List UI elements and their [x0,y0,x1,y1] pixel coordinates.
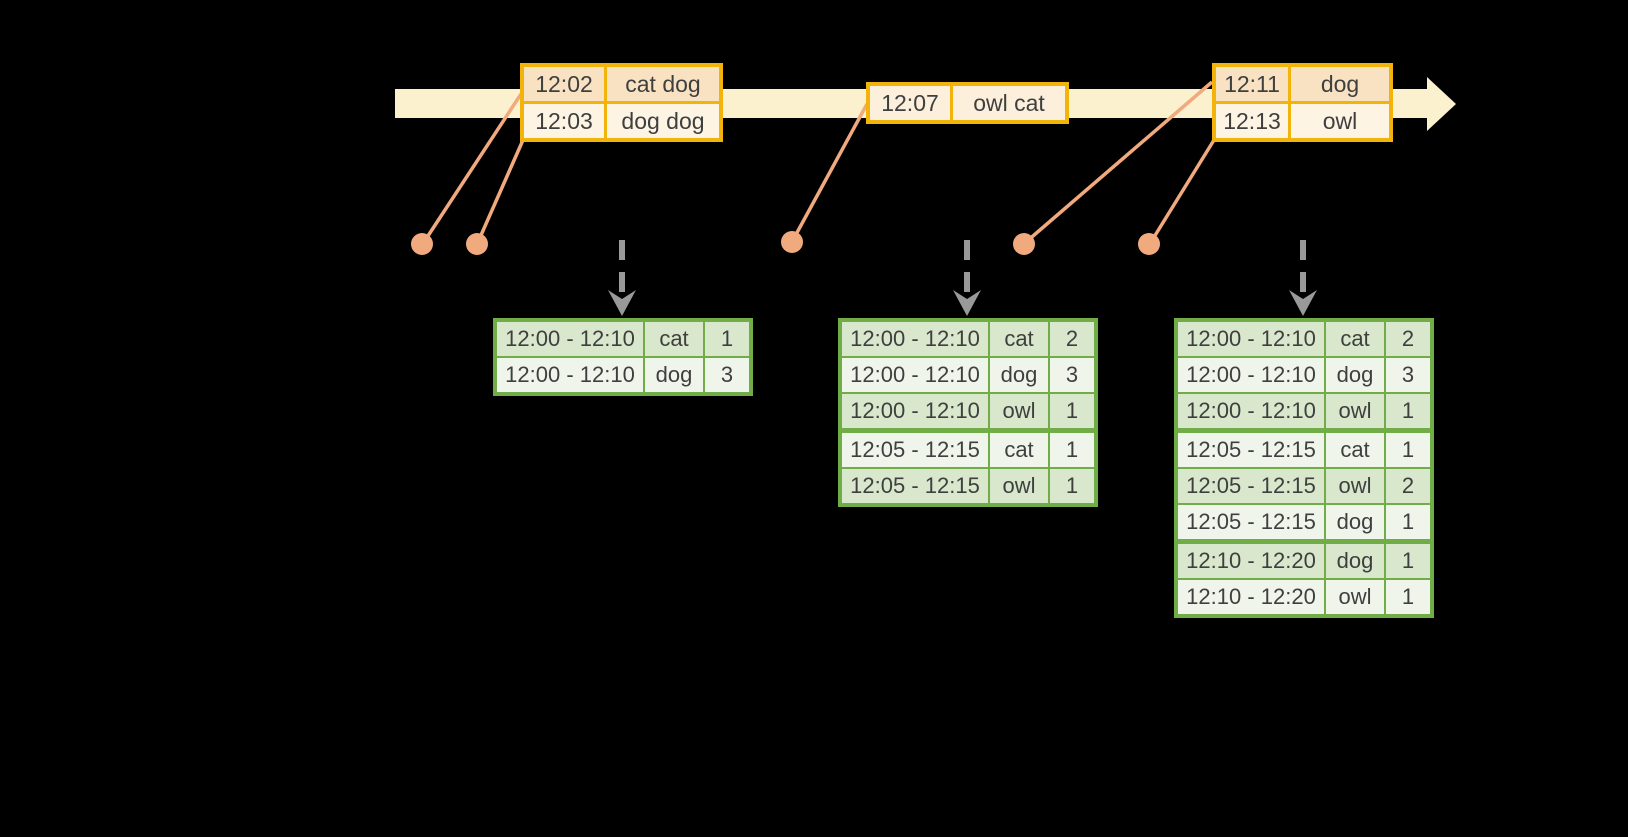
result-count: 3 [703,356,752,395]
event-row: 12:02 cat dog [520,63,723,104]
result-word: dog [988,356,1050,394]
result-window: 12:00 - 12:10 [839,356,990,394]
event-row: 12:07 owl cat [866,82,1069,124]
event-words: dog [1288,63,1393,104]
result-word: cat [643,319,705,358]
result-window: 12:00 - 12:10 [494,319,645,358]
event-connector-line [476,139,525,243]
result-row: 12:05 - 12:15 cat 1 [1175,428,1433,469]
result-count: 2 [1384,319,1433,358]
event-row: 12:13 owl [1212,101,1393,142]
event-table-2: 12:07 owl cat [866,82,1069,124]
timeline-arrowhead-icon [1427,77,1456,131]
event-words: cat dog [604,63,723,104]
event-dot [411,233,433,255]
event-connector-line [791,103,869,241]
result-word: dog [643,356,705,395]
result-row: 12:05 - 12:15 owl 1 [839,467,1097,506]
event-dot [1013,233,1035,255]
event-time: 12:11 [1212,63,1291,104]
result-count: 1 [1384,578,1433,617]
result-count: 2 [1384,467,1433,505]
result-window: 12:10 - 12:20 [1175,539,1326,580]
result-row: 12:00 - 12:10 cat 2 [1175,319,1433,358]
result-word: dog [1324,356,1386,394]
result-count: 1 [1384,539,1433,580]
result-window: 12:10 - 12:20 [1175,578,1326,617]
result-word: cat [988,428,1050,469]
result-window: 12:05 - 12:15 [839,467,990,506]
result-word: cat [988,319,1050,358]
result-window: 12:00 - 12:10 [839,392,990,432]
result-row: 12:00 - 12:10 dog 3 [1175,356,1433,394]
result-word: dog [1324,539,1386,580]
event-dot [1138,233,1160,255]
result-count: 1 [1384,428,1433,469]
result-window: 12:05 - 12:15 [1175,467,1326,505]
result-window: 12:00 - 12:10 [1175,319,1326,358]
result-row: 12:10 - 12:20 owl 1 [1175,578,1433,617]
result-count: 3 [1384,356,1433,394]
event-connector-line [1024,80,1214,244]
result-window: 12:00 - 12:10 [1175,356,1326,394]
event-words: owl [1288,101,1393,142]
result-count: 1 [1048,392,1097,432]
result-row: 12:05 - 12:15 dog 1 [1175,503,1433,543]
event-dot [781,231,803,253]
event-connector-line [1149,139,1216,243]
result-word: owl [1324,578,1386,617]
result-window: 12:00 - 12:10 [494,356,645,395]
trigger-arrowhead-icon [953,290,981,316]
result-count: 1 [1384,503,1433,543]
result-count: 3 [1048,356,1097,394]
result-window: 12:05 - 12:15 [839,428,990,469]
event-time: 12:13 [1212,101,1291,142]
result-table-3: 12:00 - 12:10 cat 2 12:00 - 12:10 dog 3 … [1174,318,1434,618]
event-words: dog dog [604,101,723,142]
result-window: 12:05 - 12:15 [1175,503,1326,543]
event-table-1: 12:02 cat dog 12:03 dog dog [520,63,723,142]
event-row: 12:03 dog dog [520,101,723,142]
event-time: 12:02 [520,63,607,104]
result-row: 12:00 - 12:10 dog 3 [839,356,1097,394]
event-words: owl cat [950,82,1069,124]
result-word: owl [1324,467,1386,505]
result-word: owl [988,467,1050,506]
result-word: cat [1324,428,1386,469]
result-table-2: 12:00 - 12:10 cat 2 12:00 - 12:10 dog 3 … [838,318,1098,507]
result-row: 12:00 - 12:10 cat 1 [494,319,752,358]
result-window: 12:00 - 12:10 [1175,392,1326,432]
result-row: 12:05 - 12:15 owl 2 [1175,467,1433,505]
result-count: 1 [1048,428,1097,469]
result-row: 12:00 - 12:10 owl 1 [1175,392,1433,432]
result-window: 12:00 - 12:10 [839,319,990,358]
result-word: dog [1324,503,1386,543]
result-row: 12:00 - 12:10 dog 3 [494,356,752,395]
trigger-arrowhead-icon [1289,290,1317,316]
event-time: 12:03 [520,101,607,142]
result-count: 1 [1384,392,1433,432]
result-row: 12:10 - 12:20 dog 1 [1175,539,1433,580]
result-word: cat [1324,319,1386,358]
event-connector-line [422,93,523,243]
result-count: 1 [703,319,752,358]
result-row: 12:00 - 12:10 cat 2 [839,319,1097,358]
result-row: 12:05 - 12:15 cat 1 [839,428,1097,469]
result-window: 12:05 - 12:15 [1175,428,1326,469]
event-table-3: 12:11 dog 12:13 owl [1212,63,1393,142]
result-row: 12:00 - 12:10 owl 1 [839,392,1097,432]
result-table-1: 12:00 - 12:10 cat 1 12:00 - 12:10 dog 3 [493,318,753,396]
result-word: owl [1324,392,1386,432]
result-word: owl [988,392,1050,432]
event-row: 12:11 dog [1212,63,1393,104]
trigger-arrowhead-icon [608,290,636,316]
event-dot [466,233,488,255]
result-count: 1 [1048,467,1097,506]
result-count: 2 [1048,319,1097,358]
event-time: 12:07 [866,82,953,124]
